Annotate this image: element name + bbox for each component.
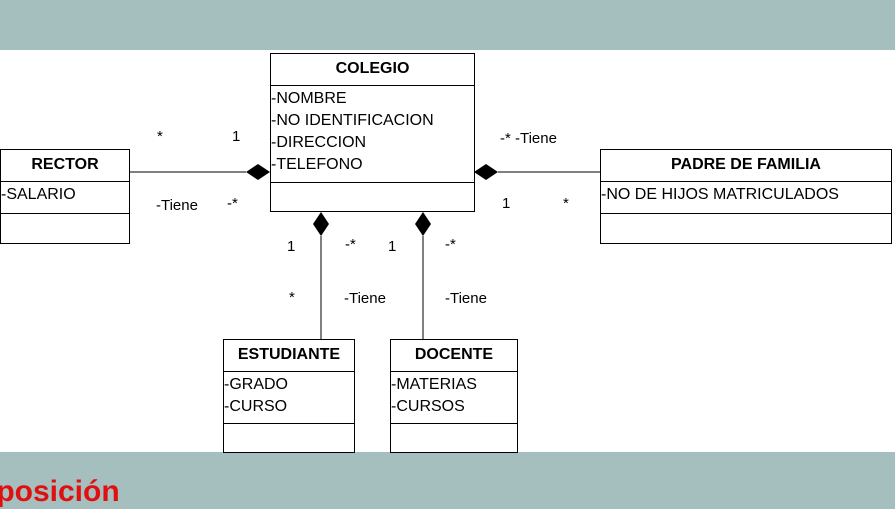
class-padre-de-familia[interactable]: PADRE DE FAMILIA -NO DE HIJOS MATRICULAD… [600, 149, 892, 244]
class-docente[interactable]: DOCENTE -MATERIAS -CURSOS [390, 339, 518, 453]
class-rector-attributes: -SALARIO [1, 182, 129, 214]
padre-star-label: * [563, 195, 569, 212]
attribute: -DIRECCION [271, 134, 367, 151]
rector-diamond [246, 164, 270, 180]
docente-mult-label: -* [445, 236, 456, 253]
attribute: -TELEFONO [271, 156, 363, 173]
class-rector[interactable]: RECTOR -SALARIO [0, 149, 130, 244]
estudiante-mult-label: -* [345, 236, 356, 253]
attribute: -SALARIO [1, 186, 76, 203]
class-docente-attributes: -MATERIAS -CURSOS [391, 372, 517, 424]
padre-diamond [474, 164, 498, 180]
estudiante-one-label: 1 [287, 238, 296, 255]
padre-one-label: 1 [502, 195, 511, 212]
attribute: -MATERIAS [391, 376, 477, 393]
rector-tiene-label: -Tiene [156, 197, 198, 214]
class-padre-attributes: -NO DE HIJOS MATRICULADOS [601, 182, 891, 214]
docente-tiene-label: -Tiene [445, 290, 487, 307]
attribute: -NO DE HIJOS MATRICULADOS [601, 186, 839, 203]
attribute: -CURSOS [391, 398, 465, 415]
class-colegio[interactable]: COLEGIO -NOMBRE -NO IDENTIFICACION -DIRE… [270, 53, 475, 212]
class-rector-name: RECTOR [1, 150, 129, 182]
attribute: -NO IDENTIFICACION [271, 112, 434, 129]
attribute: -NOMBRE [271, 90, 347, 107]
class-estudiante[interactable]: ESTUDIANTE -GRADO -CURSO [223, 339, 355, 453]
estudiante-diamond [313, 212, 329, 236]
docente-diamond [415, 212, 431, 236]
class-colegio-name: COLEGIO [271, 54, 474, 86]
attribute: -CURSO [224, 398, 288, 415]
rector-mult-label: -* [227, 195, 238, 212]
footer-title: nposición [0, 475, 120, 508]
rector-one-label: 1 [232, 128, 241, 145]
rector-star-label: * [157, 128, 163, 145]
class-padre-name: PADRE DE FAMILIA [601, 150, 891, 182]
estudiante-tiene-label: -Tiene [344, 290, 386, 307]
docente-one-label: 1 [388, 238, 397, 255]
attribute: -GRADO [224, 376, 288, 393]
class-estudiante-name: ESTUDIANTE [224, 340, 354, 372]
class-estudiante-attributes: -GRADO -CURSO [224, 372, 354, 424]
class-docente-name: DOCENTE [391, 340, 517, 372]
estudiante-star-label: * [289, 289, 295, 306]
class-colegio-attributes: -NOMBRE -NO IDENTIFICACION -DIRECCION -T… [271, 86, 474, 183]
padre-mult-tiene-label: -* -Tiene [500, 130, 557, 147]
